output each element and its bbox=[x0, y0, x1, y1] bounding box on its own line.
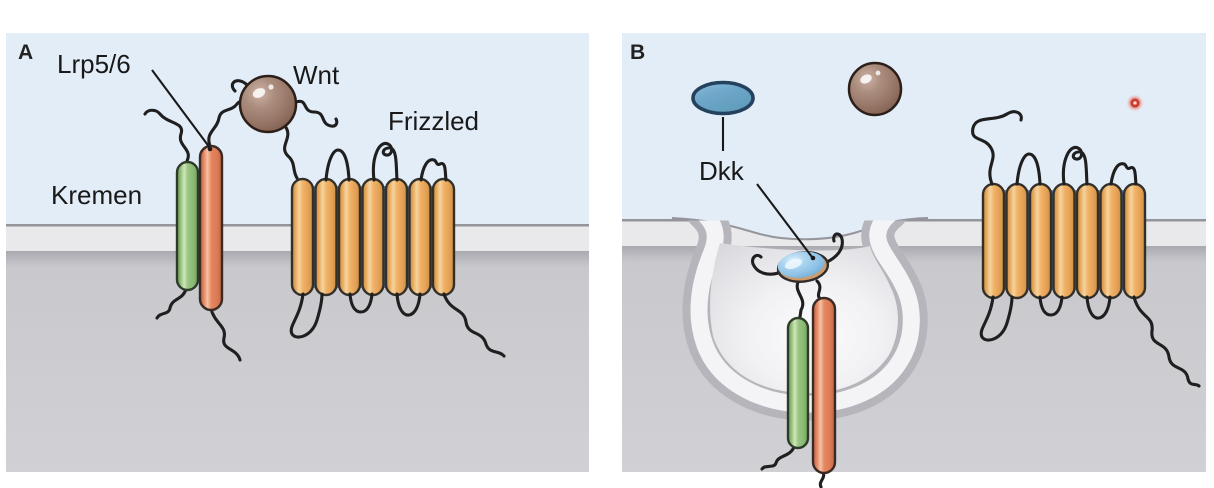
kremen-cylinder bbox=[175, 160, 200, 292]
kremen-c-tail bbox=[760, 445, 796, 471]
kremen-n-tail bbox=[143, 108, 190, 163]
wnt-label: Wnt bbox=[293, 60, 340, 90]
lrp-c-tail bbox=[818, 470, 826, 488]
kremen-cylinder bbox=[786, 316, 810, 450]
frizzled-receptor-b bbox=[971, 110, 1201, 388]
panel-b-letter: B bbox=[630, 41, 646, 64]
frizzled-helices bbox=[981, 182, 1147, 300]
dkk-free bbox=[691, 80, 816, 261]
pit-mouth-extracellular bbox=[672, 210, 928, 240]
panel-a-letter: A bbox=[18, 41, 34, 64]
frizzled-label: Frizzled bbox=[388, 106, 480, 136]
frizzled-loops-a bbox=[283, 124, 506, 358]
frizzled-n-terminus-a bbox=[283, 124, 299, 180]
endocytic-pit bbox=[671, 210, 929, 421]
lrp-c-tail bbox=[209, 307, 242, 362]
frizzled-n-terminus-b bbox=[971, 110, 1023, 186]
frizzled-receptor-a bbox=[283, 124, 506, 358]
pit-membrane-wall bbox=[690, 220, 920, 413]
kremen-c-tail bbox=[155, 287, 188, 320]
lrp56-label: Lrp5/6 bbox=[57, 49, 131, 79]
dkk-to-kremen-link bbox=[795, 278, 805, 319]
panel-b bbox=[622, 33, 1206, 488]
lrp56-cylinder bbox=[811, 296, 837, 475]
frizzled-loops-b bbox=[971, 110, 1201, 388]
dkk-leader-line bbox=[756, 183, 813, 258]
frizzled-helices bbox=[290, 177, 456, 297]
cytoplasm bbox=[6, 268, 589, 472]
pit-lumen bbox=[710, 243, 898, 394]
kremen-lrp-complex-a bbox=[143, 100, 245, 362]
lrp56-leader-line bbox=[151, 69, 213, 152]
kremen-label: Kremen bbox=[51, 180, 143, 210]
panel-a bbox=[6, 33, 589, 472]
dkk-label: Dkk bbox=[699, 156, 744, 186]
dkk-right-hook bbox=[825, 232, 844, 264]
dkk-left-hook bbox=[751, 253, 783, 276]
membrane-outer-line bbox=[622, 219, 1206, 222]
lrp56-cylinder bbox=[198, 144, 224, 312]
wnt-ligand-a bbox=[230, 74, 339, 134]
wnt-ligand-b bbox=[847, 61, 903, 117]
red-marker-dot bbox=[1126, 94, 1144, 112]
